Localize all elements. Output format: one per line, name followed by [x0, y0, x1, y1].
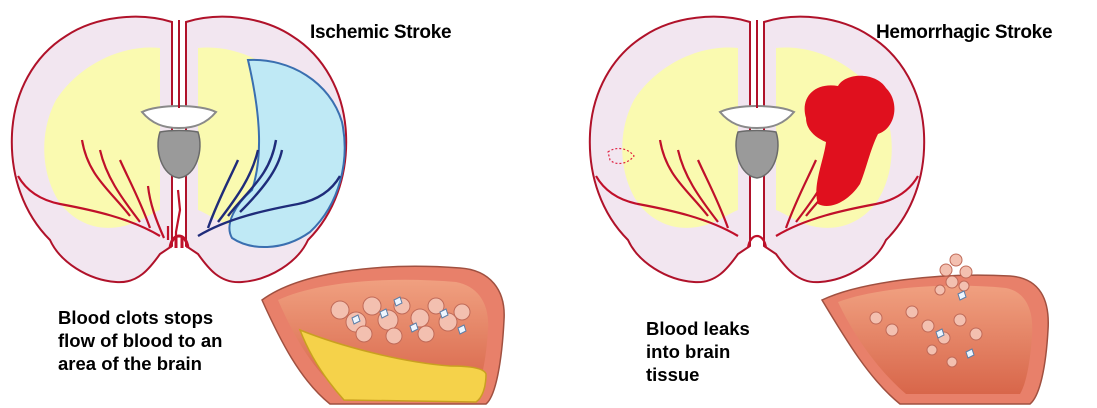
hemorrhagic-vessel — [822, 254, 1048, 404]
hemorrhagic-caption-line-2: into brain — [646, 340, 750, 363]
hemorrhagic-caption-line-1: Blood leaks — [646, 317, 750, 340]
ischemic-caption-line-2: flow of blood to an — [58, 329, 222, 352]
hemorrhagic-title: Hemorrhagic Stroke — [876, 22, 1052, 44]
ischemic-caption-line-3: area of the brain — [58, 352, 222, 375]
ischemic-caption: Blood clots stops flow of blood to an ar… — [58, 306, 222, 375]
hemorrhagic-caption: Blood leaks into brain tissue — [646, 317, 750, 386]
ischemic-brain — [12, 17, 346, 282]
vessel-lumen-2 — [838, 286, 1032, 394]
ischemic-title: Ischemic Stroke — [310, 22, 451, 44]
hemorrhagic-brain — [590, 17, 924, 282]
ischemic-vessel — [262, 266, 504, 404]
ischemic-caption-line-1: Blood clots stops — [58, 306, 222, 329]
hemorrhagic-caption-line-3: tissue — [646, 363, 750, 386]
